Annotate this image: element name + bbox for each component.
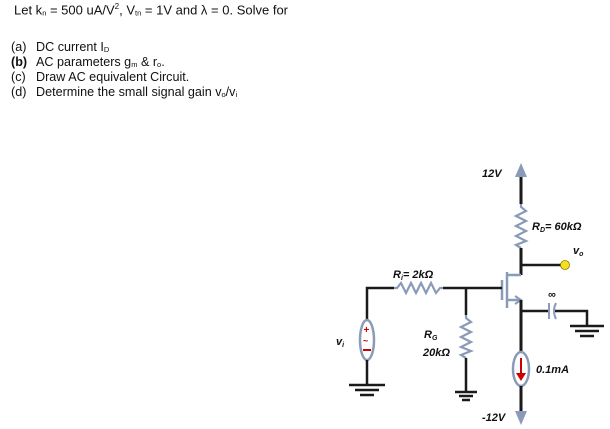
part-subscript-2: o [157, 60, 162, 69]
part-text-tail: /v [225, 85, 236, 99]
rg-value-label: 20kΩ [422, 347, 450, 359]
vtn-prefix: , V [119, 2, 136, 18]
current-arrow-icon [516, 373, 526, 381]
part-text: AC parameters g [36, 55, 132, 69]
vss-arrow-icon [515, 411, 527, 425]
part-subscript: o [221, 90, 226, 99]
ri-resistor-icon [394, 280, 443, 296]
part-text-tail-2: . [161, 55, 165, 69]
nmos-transistor-icon [500, 272, 523, 308]
ri-label: Ri= 2kΩ [393, 269, 434, 282]
vi-label: vi [336, 336, 345, 349]
part-text-tail: & r [137, 55, 158, 69]
vdd-label: 12V [482, 168, 503, 180]
kn-subscript: n [42, 8, 47, 18]
vo-node-icon [560, 260, 570, 270]
part-label: (a) [11, 40, 27, 54]
part-c: (c) Draw AC equivalent Circuit. [11, 70, 237, 85]
ground-icon [570, 324, 604, 338]
wire-input-top [365, 286, 394, 320]
part-label: (d) [11, 85, 27, 99]
part-text: Draw AC equivalent Circuit. [36, 70, 190, 84]
ac-tilde: ~ [363, 336, 368, 346]
vo-label: vo [573, 245, 584, 258]
part-subscript: m [131, 60, 138, 69]
ground-icon [349, 383, 385, 397]
part-b: (b) AC parameters gm & ro. [11, 55, 237, 70]
rg-name-label: RG [424, 329, 438, 342]
vtn-value: = 1V and λ = 0. Solve for [141, 2, 288, 18]
rd-label: RD= 60kΩ [532, 221, 582, 234]
vtn-subscript: tn [135, 8, 142, 18]
vss-label: -12V [482, 412, 507, 424]
part-label: (b) [11, 55, 28, 69]
part-a: (a) DC current ID [11, 40, 237, 55]
plus-sign: + [364, 325, 370, 336]
ground-icon [455, 390, 477, 402]
intro-text: Let k [14, 2, 43, 18]
vdd-arrow-icon [515, 163, 527, 177]
current-source-label: 0.1mA [536, 364, 569, 376]
part-text: Determine the small signal gain v [36, 85, 222, 99]
part-d: (d) Determine the small signal gain vo/vi [11, 85, 237, 100]
rg-resistor-icon [458, 315, 474, 359]
question-parts: (a) DC current ID (b) AC parameters gm & r… [11, 40, 237, 100]
part-subscript-2: i [235, 90, 238, 99]
kn-value: = 500 uA/V [46, 2, 115, 18]
wire-cap-right [555, 309, 589, 326]
part-subscript: D [103, 45, 110, 54]
cap-label: ∞ [548, 289, 556, 301]
kn-superscript: 2 [114, 2, 120, 11]
problem-intro: Let kn = 500 uA/V2, Vtn = 1V and λ = 0. … [14, 2, 288, 17]
rd-resistor-icon [513, 204, 529, 249]
part-label: (c) [11, 70, 26, 84]
part-text: DC current I [36, 40, 104, 54]
capacitor-curved-plate-icon [553, 302, 557, 320]
